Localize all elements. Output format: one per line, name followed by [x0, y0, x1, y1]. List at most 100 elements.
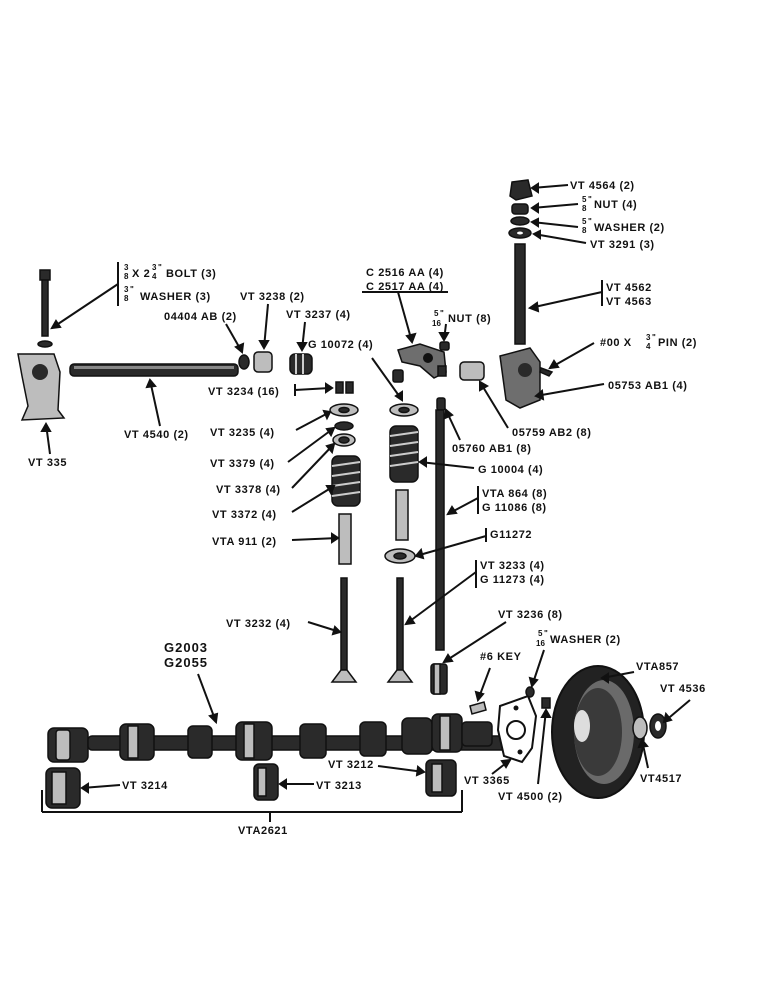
bracket-icon [499, 347, 541, 409]
leader-lines [40, 182, 691, 822]
label-g11273: G 11273 (4) [480, 574, 545, 586]
svg-text:": " [588, 217, 592, 226]
label-nut-58: NUT (4) [594, 199, 637, 211]
label-vt4563: VT 4563 [606, 296, 652, 308]
thrust-plate-icon [496, 694, 538, 764]
label-05753: 05753 AB1 (4) [608, 380, 688, 392]
stud-icon [514, 243, 526, 345]
nut-icon [439, 341, 450, 351]
svg-text:8: 8 [124, 272, 129, 281]
label-c2516: C 2516 AA (4) [366, 267, 444, 279]
spacer-icon [335, 381, 354, 394]
svg-text:4: 4 [152, 272, 157, 281]
label-washer-58: WASHER (2) [594, 222, 665, 234]
svg-text:": " [158, 263, 162, 272]
label-vt3378: VT 3378 (4) [216, 484, 281, 496]
label-vta857: VTA857 [636, 661, 679, 673]
cap-nut-icon [508, 179, 533, 239]
label-g10004: G 10004 (4) [478, 464, 543, 476]
valve-icon [330, 577, 414, 683]
label-vt4540: VT 4540 (2) [124, 429, 189, 441]
svg-text:5: 5 [582, 195, 587, 204]
label-05760: 05760 AB1 (8) [452, 443, 532, 455]
timing-gear-icon [551, 665, 645, 799]
label-g10072: G 10072 (4) [308, 339, 373, 351]
label-vt3213: VT 3213 [316, 780, 362, 792]
label-vta864: VTA 864 (8) [482, 488, 547, 500]
label-vt4536: VT 4536 [660, 683, 706, 695]
label-washer-38: WASHER (3) [140, 291, 211, 303]
bracket-left-icon [17, 353, 66, 421]
pin-icon [539, 367, 554, 377]
svg-text:4: 4 [646, 342, 651, 351]
label-pin-tail: PIN (2) [658, 337, 697, 349]
label-vt3379: VT 3379 (4) [210, 458, 275, 470]
label-bolt-pre: X 2 [132, 268, 150, 280]
label-key6: #6 KEY [480, 651, 522, 663]
spring-icon [289, 353, 313, 375]
label-vt3372: VT 3372 (4) [212, 509, 277, 521]
label-vt3365: VT 3365 [464, 775, 510, 787]
label-vt3212: VT 3212 [328, 759, 374, 771]
valve-guide-icon [338, 513, 352, 565]
bearing-icon [45, 759, 457, 809]
label-05759: 05759 AB2 (8) [512, 427, 592, 439]
label-vt3214: VT 3214 [122, 780, 168, 792]
label-vt3235: VT 3235 (4) [210, 427, 275, 439]
label-c2517: C 2517 AA (4) [366, 281, 444, 293]
key-icon [469, 701, 487, 715]
svg-text:5: 5 [538, 629, 543, 638]
svg-text:8: 8 [582, 204, 587, 213]
camshaft-icon [47, 713, 529, 763]
label-g11272: G11272 [490, 529, 532, 541]
svg-text:3: 3 [124, 263, 129, 272]
svg-text:5: 5 [434, 309, 439, 318]
label-04404: 04404 AB (2) [164, 311, 237, 323]
label-vt4564: VT 4564 (2) [570, 180, 635, 192]
svg-text:8: 8 [124, 294, 129, 303]
push-rod-icon [430, 409, 448, 695]
label-vt4500: VT 4500 (2) [498, 791, 563, 803]
svg-text:": " [130, 285, 134, 294]
label-vt3237: VT 3237 (4) [286, 309, 351, 321]
svg-text:": " [652, 333, 656, 342]
label-vt3236: VT 3236 (8) [498, 609, 563, 621]
label-vt335: VT 335 [28, 457, 67, 469]
label-nut-516: NUT (8) [448, 313, 491, 325]
rocker-arm-icon [397, 343, 447, 379]
label-vt3233: VT 3233 (4) [480, 560, 545, 572]
label-pin: #00 X [600, 337, 632, 349]
label-vta911: VTA 911 (2) [212, 536, 277, 548]
label-vt3232: VT 3232 (4) [226, 618, 291, 630]
label-bolt: BOLT (3) [166, 268, 216, 280]
label-vt3238: VT 3238 (2) [240, 291, 305, 303]
svg-text:3: 3 [152, 263, 157, 272]
rocker-shaft-icon [69, 363, 239, 377]
label-g2055: G2055 [164, 655, 208, 670]
label-vt4517: VT4517 [640, 773, 682, 785]
svg-text:8: 8 [582, 226, 587, 235]
bushing-icon [253, 351, 273, 373]
svg-text:5: 5 [582, 217, 587, 226]
label-washer-516: WASHER (2) [550, 634, 621, 646]
svg-text:16: 16 [536, 639, 545, 648]
label-g11086: G 11086 (8) [482, 502, 547, 514]
label-vt3291: VT 3291 (3) [590, 239, 655, 251]
washer-icon [632, 716, 648, 740]
svg-text:": " [588, 195, 592, 204]
valve-spring-icon [331, 425, 419, 507]
label-vta2621: VTA2621 [238, 825, 288, 837]
svg-text:16: 16 [432, 319, 441, 328]
bushing-icon [459, 361, 485, 381]
svg-text:": " [440, 309, 444, 318]
label-vt4562: VT 4562 [606, 282, 652, 294]
part-labels: VT 4564 (2) 5 8 " NUT (4) 5 8 " WASHER (… [28, 180, 706, 837]
svg-text:": " [544, 629, 548, 638]
label-g2003: G2003 [164, 640, 208, 655]
svg-text:3: 3 [646, 333, 651, 342]
label-vt3234: VT 3234 (16) [208, 386, 279, 398]
svg-text:3: 3 [124, 285, 129, 294]
bolt-icon [37, 269, 53, 348]
